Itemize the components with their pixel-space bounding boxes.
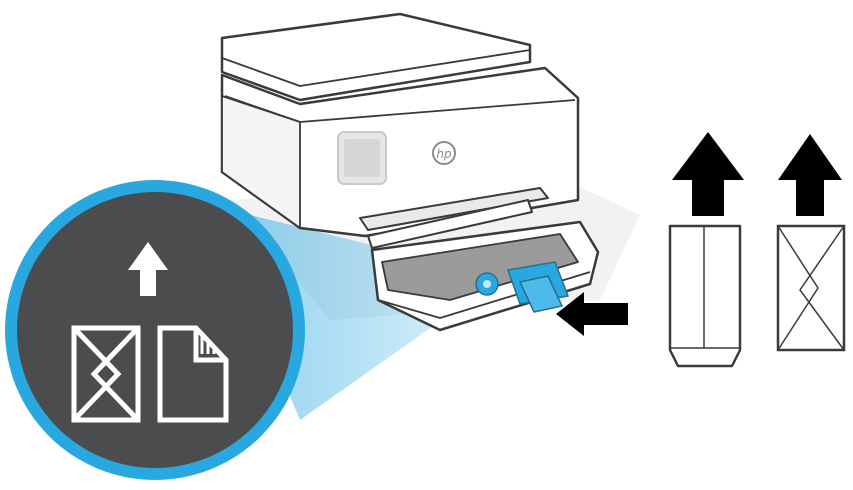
front-envelope-outline xyxy=(776,224,846,352)
front-view-up-arrow-icon xyxy=(778,134,842,216)
side-envelope-outline xyxy=(668,224,742,368)
scanner-lid-edge xyxy=(221,49,531,87)
callout-up-arrow-icon xyxy=(128,242,168,296)
photo-paper-icon xyxy=(157,325,229,423)
scanner-lid xyxy=(220,12,532,102)
callout-disk xyxy=(17,192,293,468)
output-slot xyxy=(359,187,549,231)
media-callout xyxy=(5,180,305,480)
insert-arrow-icon xyxy=(556,292,628,336)
front-envelope-flaps xyxy=(777,225,845,351)
output-tray xyxy=(367,199,533,249)
body-side xyxy=(221,95,301,229)
envelope-icon xyxy=(71,325,141,423)
guide-knob-center xyxy=(483,280,491,288)
hp-logo xyxy=(432,141,456,165)
envelope-front-view xyxy=(776,134,846,352)
paper-width-guides xyxy=(475,261,570,313)
control-panel-glass xyxy=(344,139,380,177)
side-view-up-arrow-icon xyxy=(672,132,744,216)
printer xyxy=(220,12,580,249)
hp-logo-text: hp xyxy=(436,147,452,161)
envelope-side-view xyxy=(668,132,744,368)
guide-bar-bottom xyxy=(518,275,564,313)
